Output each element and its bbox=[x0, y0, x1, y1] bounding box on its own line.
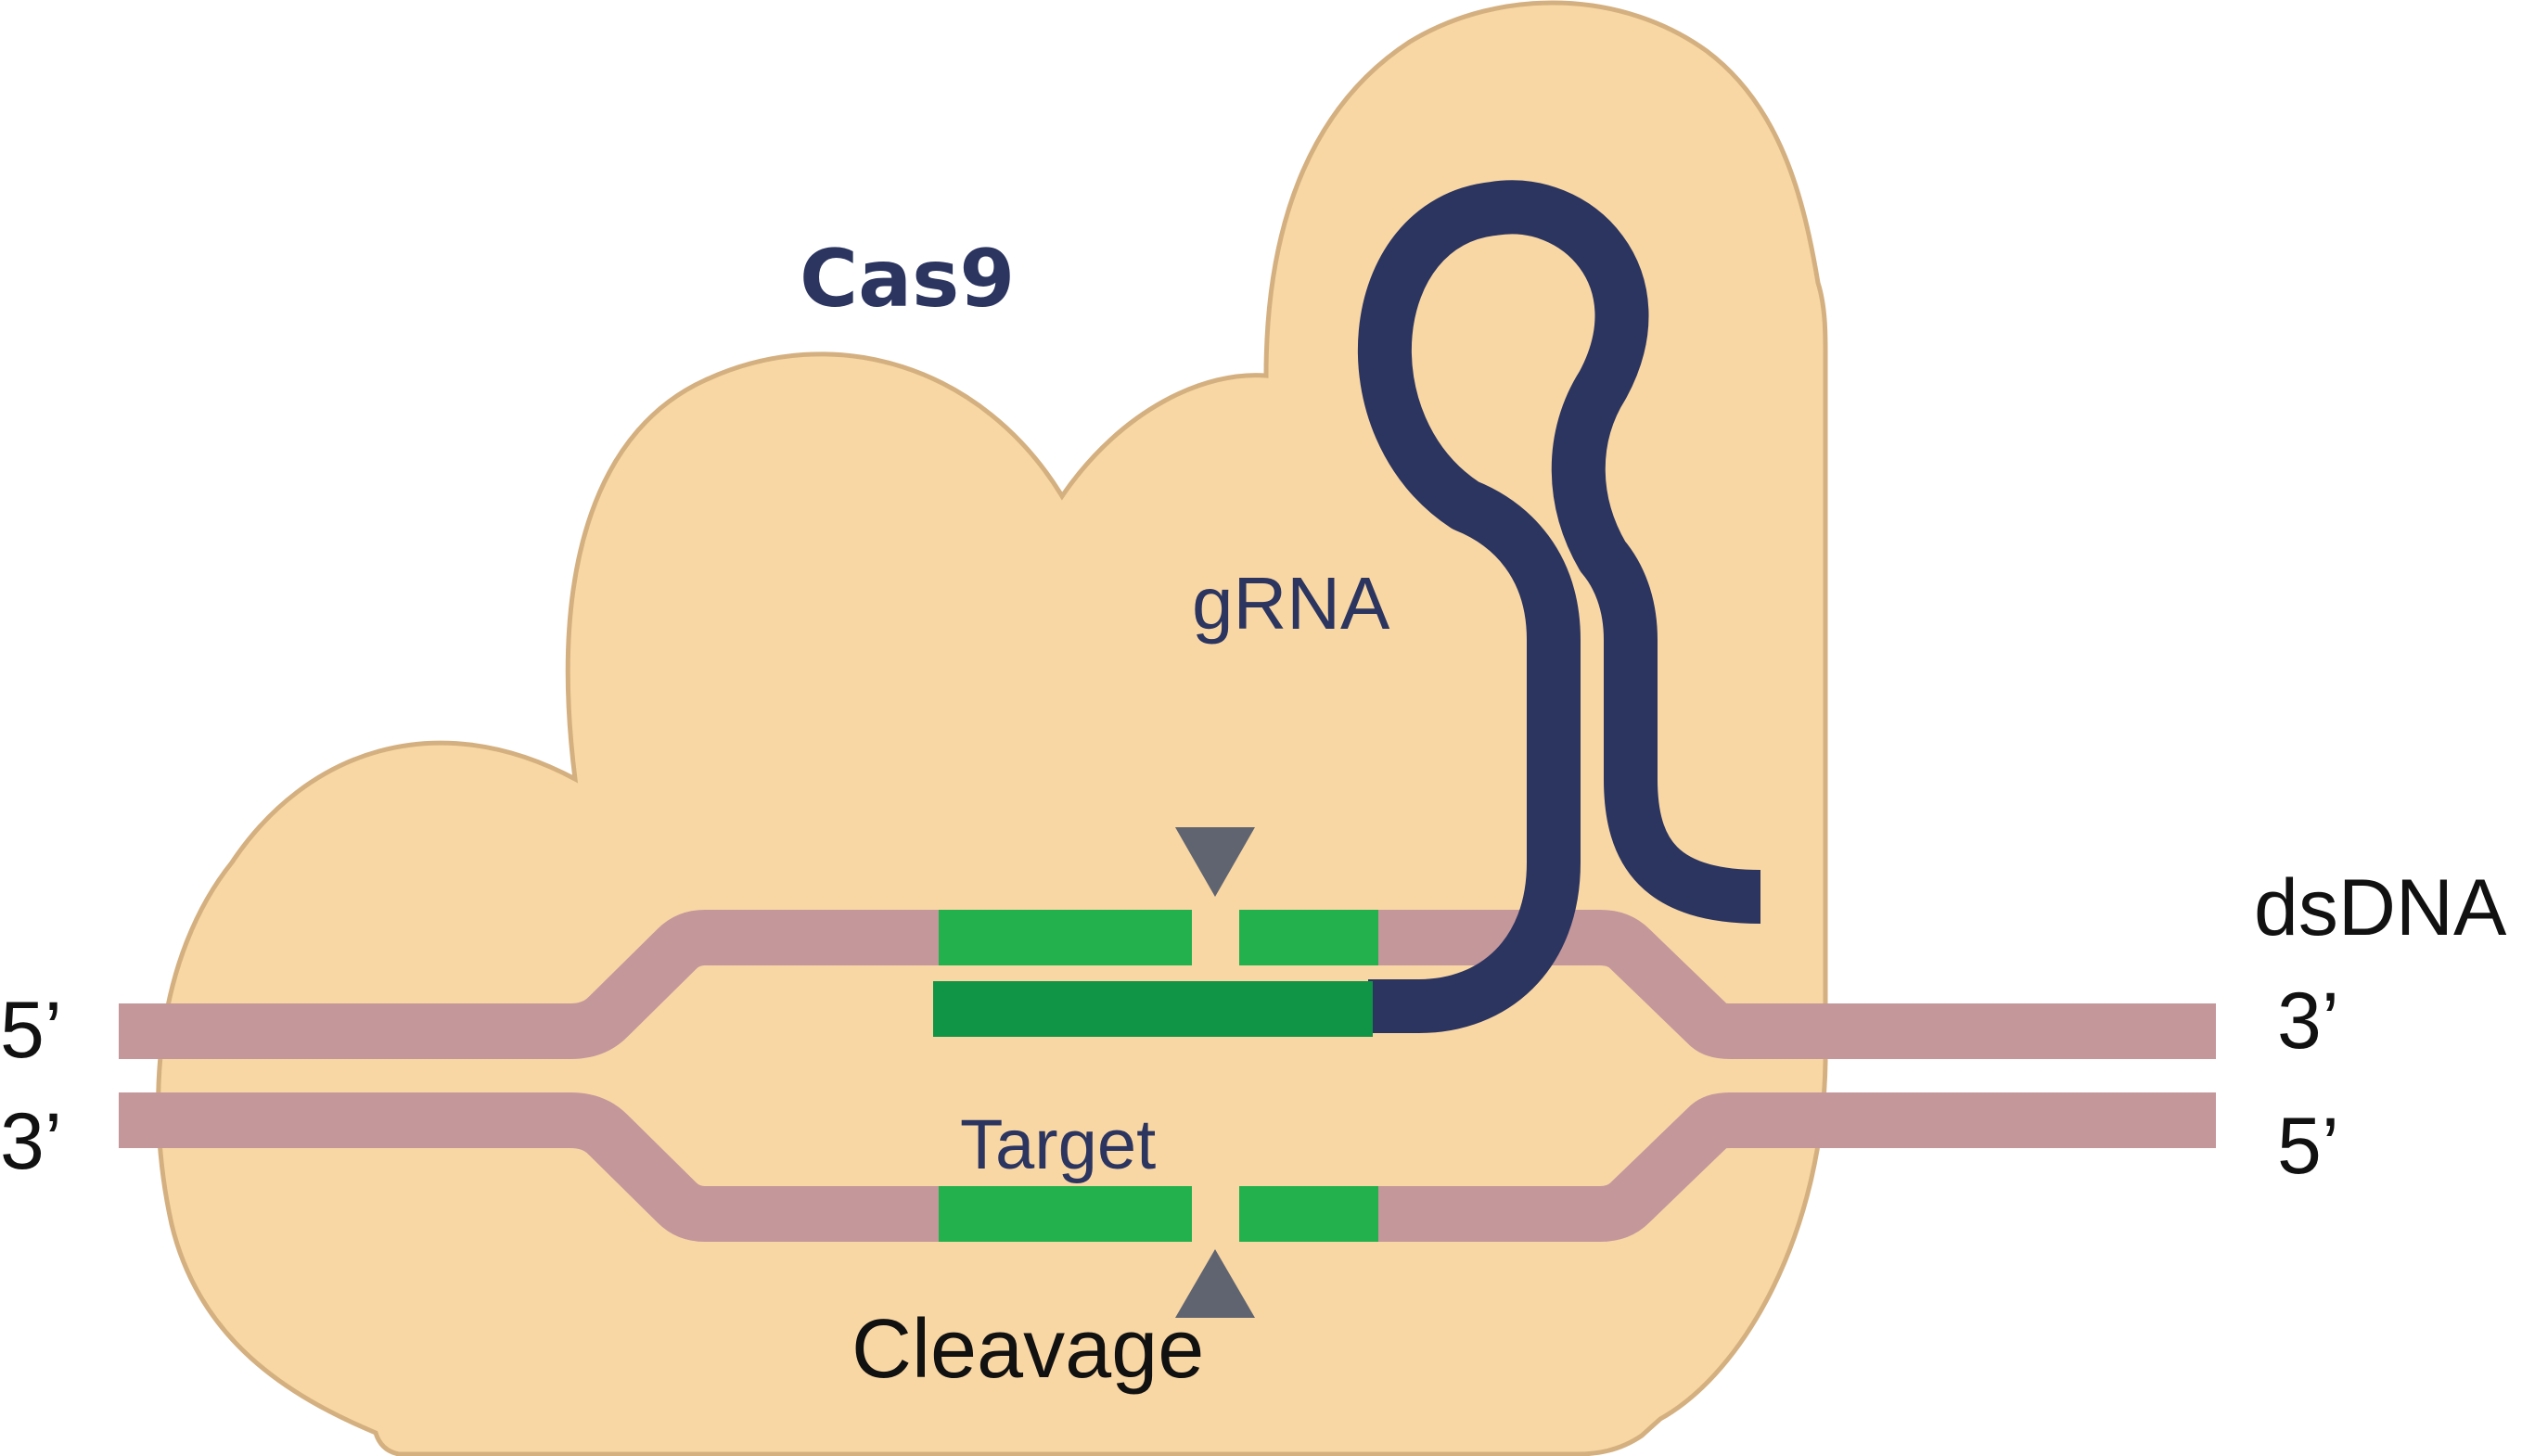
target-top-left bbox=[939, 910, 1192, 965]
bottom-right-end-label: 5’ bbox=[2277, 1102, 2339, 1191]
dna-bottom-strand-right bbox=[1377, 1092, 2216, 1242]
top-left-end-label: 5’ bbox=[0, 986, 62, 1075]
guide-rna bbox=[1358, 180, 1761, 1033]
cleavage-label: Cleavage bbox=[851, 1303, 1204, 1396]
triangle-down-icon bbox=[1175, 827, 1255, 897]
dsdna-label: dsDNA bbox=[2254, 863, 2507, 952]
dna-top-strand-left bbox=[119, 910, 941, 1059]
triangle-up-icon bbox=[1175, 1249, 1255, 1318]
target-region bbox=[933, 910, 1378, 1242]
top-right-end-label: 3’ bbox=[2277, 977, 2339, 1066]
dna-bottom-strand-left bbox=[119, 1092, 941, 1242]
target-bottom-right bbox=[1239, 1186, 1378, 1242]
cas9-label: Cas9 bbox=[800, 233, 1015, 326]
guide-target-hybrid bbox=[933, 981, 1373, 1037]
dna-duplex bbox=[119, 910, 2216, 1242]
target-label: Target bbox=[960, 1105, 1156, 1184]
target-bottom-left bbox=[939, 1186, 1192, 1242]
guide-rna-strand bbox=[1358, 180, 1761, 1033]
dna-top-strand-right bbox=[1377, 910, 2216, 1059]
target-top-right bbox=[1239, 910, 1378, 965]
bottom-left-end-label: 3’ bbox=[0, 1097, 62, 1186]
grna-label: gRNA bbox=[1192, 562, 1390, 645]
